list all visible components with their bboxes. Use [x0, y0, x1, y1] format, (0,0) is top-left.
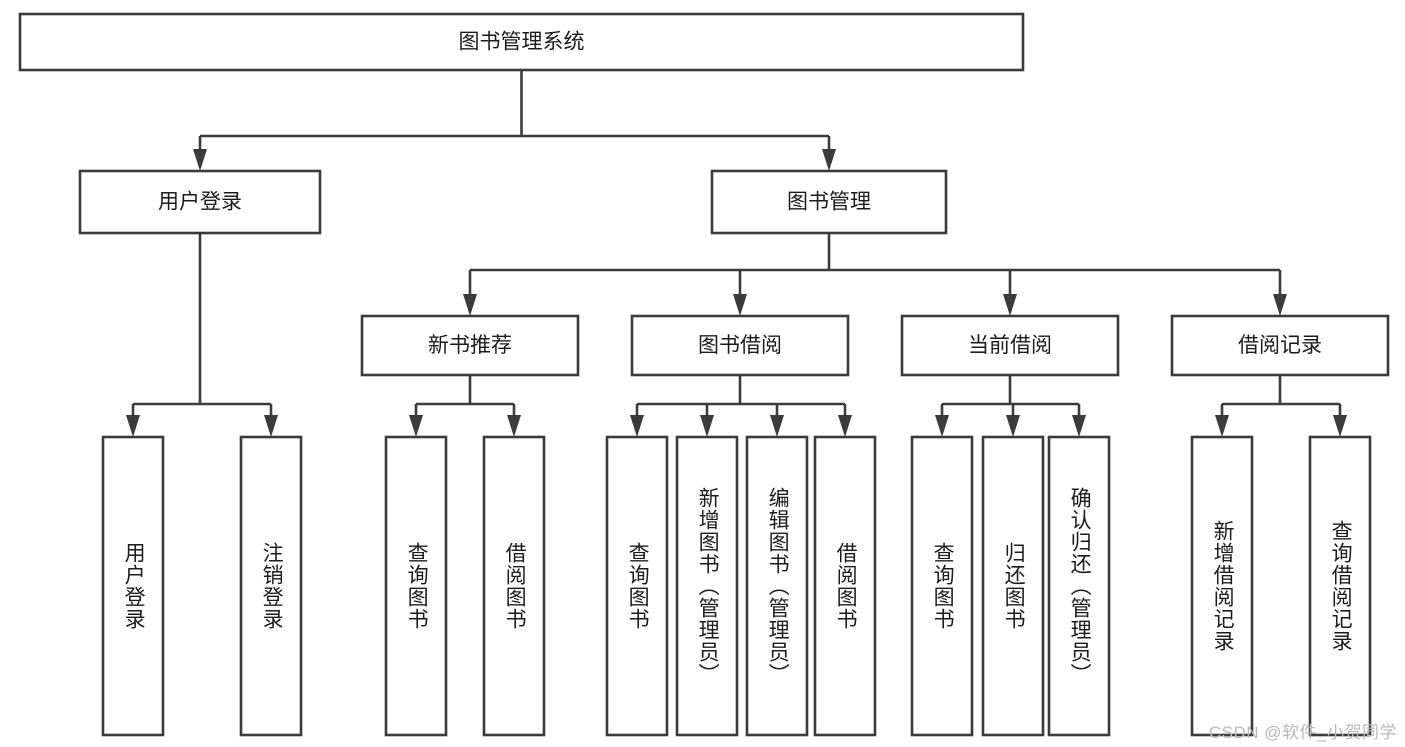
- arrow-head-icon: [630, 415, 644, 437]
- node-box-leaf-current-return[interactable]: [981, 435, 1045, 737]
- arrow-head-icon: [463, 294, 477, 316]
- node-box-leaf-borrow-add[interactable]: [675, 435, 739, 737]
- arrow-head-icon: [126, 415, 140, 437]
- node-box-leaf-new-query[interactable]: [384, 435, 448, 737]
- node-box-leaf-current-query[interactable]: [910, 435, 974, 737]
- connector-layer: [126, 70, 1347, 437]
- arrow-head-icon: [838, 415, 852, 437]
- arrow-head-icon: [1215, 415, 1229, 437]
- node-box-leaf-current-confirm[interactable]: [1047, 435, 1111, 737]
- node-box-root[interactable]: [18, 12, 1025, 72]
- node-box-leaf-user-logout[interactable]: [239, 435, 303, 737]
- watermark: CSDN @软件_小贺同学: [1208, 723, 1397, 742]
- node-box-leaf-borrow-lend[interactable]: [813, 435, 877, 737]
- node-box-newbook[interactable]: [360, 314, 580, 377]
- node-box-records[interactable]: [1170, 314, 1390, 377]
- node-box-leaf-borrow-query[interactable]: [605, 435, 669, 737]
- node-label-current: 当前借阅: [968, 334, 1052, 357]
- arrow-head-icon: [1006, 415, 1020, 437]
- node-box-leaf-record-query[interactable]: [1308, 435, 1372, 737]
- arrow-head-icon: [733, 294, 747, 316]
- node-box-leaf-borrow-edit[interactable]: [745, 435, 809, 737]
- arrow-head-icon: [1003, 294, 1017, 316]
- node-label-login: 用户登录: [158, 191, 242, 214]
- arrow-head-icon: [264, 415, 278, 437]
- arrow-head-icon: [935, 415, 949, 437]
- arrow-head-icon: [507, 415, 521, 437]
- node-box-leaf-record-add[interactable]: [1190, 435, 1254, 737]
- arrow-head-icon: [700, 415, 714, 437]
- node-label-bookmgmt: 图书管理: [787, 191, 871, 214]
- node-box-login[interactable]: [78, 169, 322, 235]
- node-label-newbook: 新书推荐: [428, 334, 512, 357]
- node-box-current[interactable]: [900, 314, 1120, 377]
- node-box-borrow[interactable]: [630, 314, 850, 377]
- node-label-records: 借阅记录: [1238, 334, 1322, 357]
- node-box-bookmgmt[interactable]: [710, 169, 948, 235]
- arrow-head-icon: [1333, 415, 1347, 437]
- node-label-root: 图书管理系统: [459, 31, 585, 54]
- arrow-head-icon: [822, 149, 836, 171]
- arrow-head-icon: [193, 149, 207, 171]
- arrow-head-icon: [770, 415, 784, 437]
- node-label-borrow: 图书借阅: [698, 334, 782, 357]
- node-box-layer: [18, 12, 1390, 737]
- arrow-head-icon: [1273, 294, 1287, 316]
- node-box-leaf-user-login[interactable]: [101, 435, 165, 737]
- arrow-head-icon: [1072, 415, 1086, 437]
- node-box-leaf-new-borrow[interactable]: [482, 435, 546, 737]
- arrow-head-icon: [409, 415, 423, 437]
